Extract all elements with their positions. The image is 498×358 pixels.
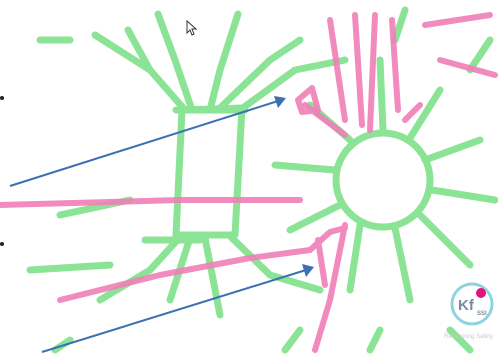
kfssi-logo: Kf SSI [450,282,494,326]
logo-sub-text: SSI [477,311,487,317]
logo-caption: Reassuring Safety [444,334,493,340]
pink-strokes [0,15,495,350]
bullet-dot-lower [0,242,4,246]
mouse-pointer-icon [186,20,198,36]
green-strokes [30,10,495,350]
logo-main-text: Kf [458,297,475,314]
bullet-dot-upper [0,96,4,100]
